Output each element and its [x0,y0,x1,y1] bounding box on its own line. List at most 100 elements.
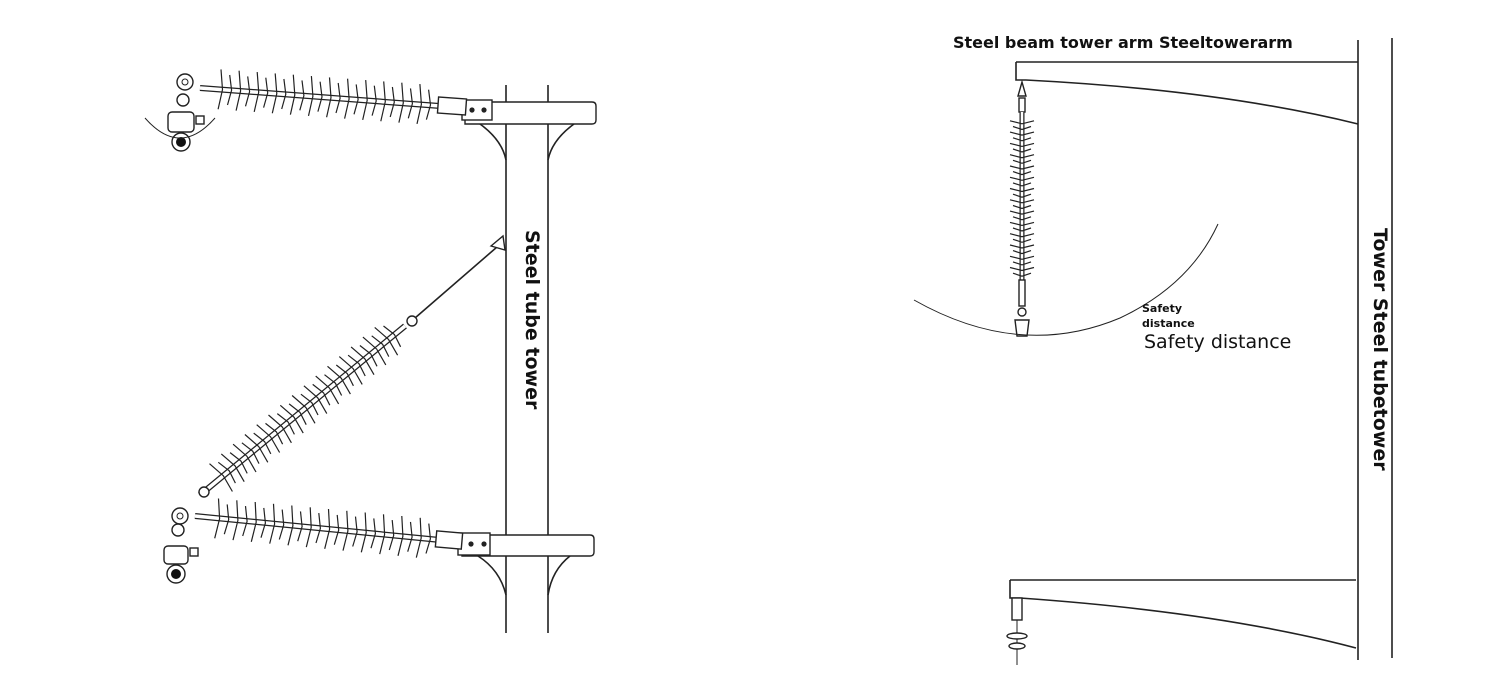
diagonal-insulator-shed [265,422,284,445]
right-tower-label: Tower Steel tubetower [1369,228,1391,471]
safety-small-line1: Safety [1142,302,1182,315]
suspension-insulator-shed [1012,272,1032,277]
lower-insulator-shed [242,506,248,537]
upper-insulator-shed [299,80,305,111]
left-diagram: Steel tube tower [144,69,597,633]
suspension-insulator-shed [1009,165,1035,170]
suspension-insulator-shed [1009,244,1035,249]
diagonal-insulator-shed [303,385,328,414]
diagonal-insulator-shed [350,346,375,375]
right-diagram: Steel beam tower arm Steeltowerarm Tower… [913,33,1393,665]
upper-beam-arm [1015,61,1359,125]
upper-cross-arm [461,99,597,161]
lower-insulator-shed [232,500,239,541]
suspension-insulator-shed [1012,204,1032,210]
safety-small-line2: distance [1142,317,1195,330]
suspension-insulator-shed [1009,210,1035,215]
suspension-insulator-shed [1009,266,1035,272]
lower-insulator-shed [407,521,413,552]
upper-insulator-shed [407,88,414,119]
diagonal-insulator-shed [335,364,354,387]
upper-insulator-shed [271,73,278,114]
lower-insulator-shed [333,514,340,545]
diagonal-insulator-shed [268,414,292,444]
upper-insulator-shed [398,82,404,123]
lower-insulator-shed [415,517,422,558]
upper-horizontal-insulator [144,69,468,152]
diagonal-insulator-shed [362,336,387,366]
upper-insulator-shed [317,81,323,112]
lower-insulator-shed [379,514,386,555]
diagonal-insulator-shed [256,424,281,453]
diagonal-insulator-shed [374,326,399,356]
upper-insulator-shed [281,78,287,110]
upper-insulator-shed [335,82,341,114]
suspension-insulator-shed [1009,221,1035,227]
suspension-insulator-shed [1009,120,1035,125]
suspension-insulator-shed [1009,154,1035,159]
upper-insulator-shed [353,84,359,115]
safety-distance-arc [913,223,1219,336]
lower-insulator-shed [278,509,285,540]
suspension-insulator-shed [1009,255,1035,260]
upper-insulator-shed [425,89,432,120]
diagonal-insulator-shed [288,403,307,425]
diagonal-insulator-shed [383,325,402,348]
suspension-insulator-shed [1009,131,1035,136]
diagonal-insulator-shed [315,375,340,405]
diagonal-insulator-shed [371,335,390,357]
upper-insulator-shed [307,76,314,117]
suspension-insulator-shed [1012,261,1032,266]
upper-insulator-shed [263,77,269,108]
diagonal-insulator-shed [253,432,272,455]
diagonal-insulator-shed [209,463,233,492]
diagonal-insulator-shed [291,395,316,424]
upper-insulator-shed [235,70,242,111]
diagonal-insulator-shed [217,461,236,484]
diagonal-insulator-shed [232,443,257,473]
lower-beam-arm [1009,579,1357,649]
arm-label: Steel beam tower arm Steeltowerarm [953,33,1293,52]
lower-insulator-shed [397,515,404,556]
upper-insulator-shed [289,74,296,115]
suspension-insulator-shed [1009,199,1035,204]
diagonal-brace-insulator [198,234,506,498]
lower-insulator-shed [425,523,432,554]
suspension-insulator-shed [1012,227,1032,232]
lower-horizontal-insulator [163,498,464,584]
lower-insulator-shed [297,511,303,542]
suspension-insulator-shed [1012,193,1032,198]
upper-insulator-shed [416,84,423,125]
lower-insulator-shed [305,507,312,548]
suspension-insulator-shed [1012,216,1032,221]
left-tower-label: Steel tube tower [521,230,543,410]
upper-insulator-shed [244,76,251,107]
lower-insulator-shed [388,520,395,551]
lower-insulator-shed [214,498,221,539]
upper-insulator-shed [253,72,260,113]
upper-insulator-shed [217,69,224,110]
suspension-insulator-shed [1009,187,1035,193]
diagonal-insulator-shed [279,404,304,434]
lower-insulator-shed [223,504,230,535]
lower-insulator-shed [342,510,349,551]
suspension-insulator-shed [1012,159,1032,164]
suspension-insulator-shed [1012,182,1032,187]
diagonal-insulator-shed [276,413,295,435]
upper-insulator-shed [380,81,386,122]
lower-insulator-shed [370,518,377,549]
suspension-insulator-shed [1009,142,1035,148]
lower-insulator-shed [260,507,267,538]
suspension-insulator-shed [1009,176,1035,181]
diagonal-insulator-shed [359,345,378,367]
lower-insulator-shed [250,501,257,542]
diagonal-insulator-shed [244,434,269,463]
tower-steel-tube [1357,38,1393,660]
diagonal-insulator-shed [229,452,248,474]
upper-insulator-shed [371,85,377,116]
suspension-insulator-shed [1012,238,1032,243]
diagonal-insulator-shed [338,356,363,385]
upper-insulator-shed [326,77,332,118]
lower-insulator-shed [287,505,294,546]
